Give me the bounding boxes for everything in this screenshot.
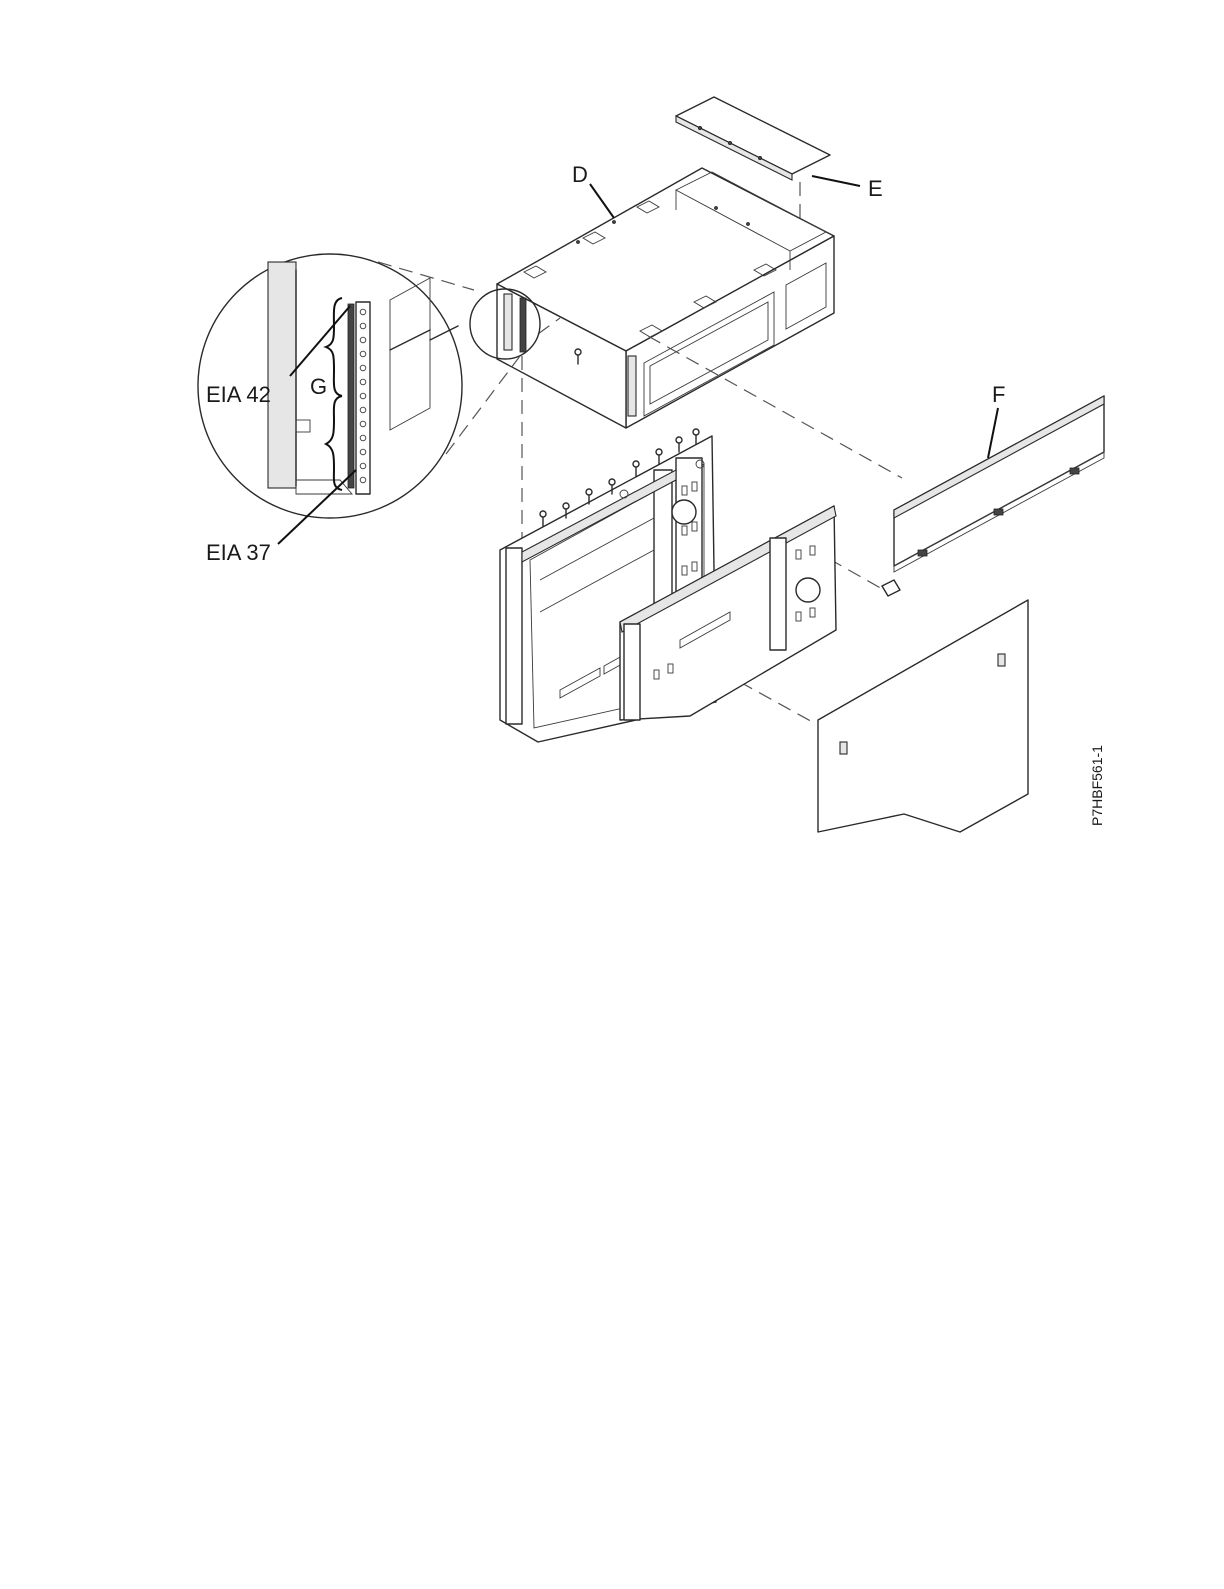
- callout-g: G: [310, 374, 327, 399]
- top-enclosure-d: [497, 168, 834, 428]
- front-side-panel: [818, 600, 1028, 832]
- lower-rack-frame: [500, 429, 836, 742]
- callout-eia-42: EIA 42: [206, 382, 271, 407]
- callout-eia-37: EIA 37: [206, 540, 271, 565]
- callout-f: F: [992, 382, 1005, 407]
- callout-d: D: [572, 162, 588, 187]
- figure-id-label: P7HBF561-1: [1089, 745, 1105, 826]
- side-panel-f: [882, 396, 1104, 596]
- callout-e: E: [868, 176, 883, 201]
